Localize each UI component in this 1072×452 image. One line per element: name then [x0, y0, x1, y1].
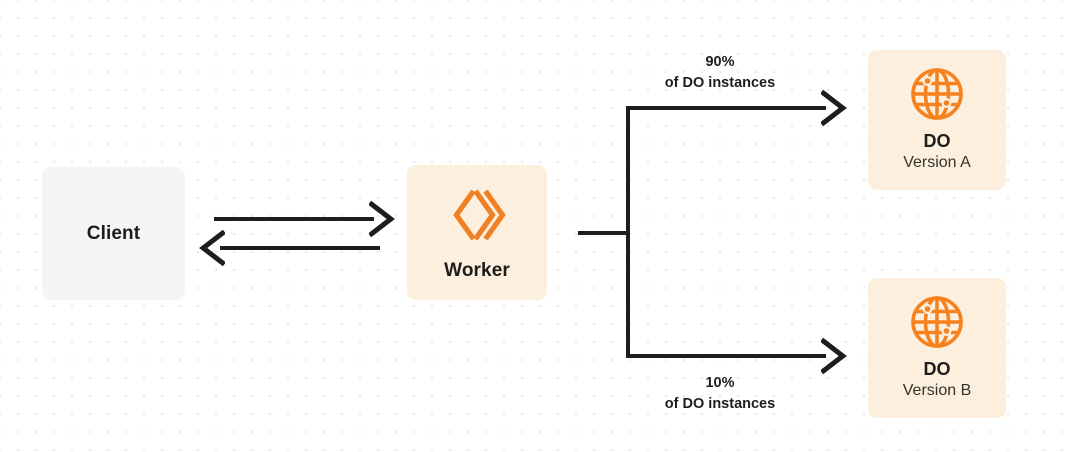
node-do-version-a[interactable]: DO Version A: [868, 50, 1006, 190]
edge-label-do-b-percent: 10%: [705, 375, 735, 391]
edge-label-do-b-description: of DO instances: [664, 395, 776, 412]
globe-icon: [909, 66, 965, 122]
node-do-a-sublabel: Version A: [903, 154, 971, 172]
node-do-a-label: DO: [923, 130, 951, 151]
edge-worker-split-trunk: [578, 108, 630, 356]
edge-label-do-a: 90% of DO instances: [612, 52, 828, 93]
edge-label-do-a-description: of DO instances: [664, 74, 776, 91]
node-client[interactable]: Client: [42, 167, 185, 300]
cloudflare-workers-icon: [446, 184, 508, 246]
edge-label-do-b: 10% of DO instances: [612, 373, 828, 414]
node-worker-label: Worker: [444, 259, 510, 281]
node-client-label: Client: [86, 222, 141, 244]
node-worker[interactable]: Worker: [407, 165, 547, 300]
edge-label-do-a-percent: 90%: [705, 54, 735, 70]
node-do-version-b[interactable]: DO Version B: [868, 278, 1006, 418]
node-do-b-sublabel: Version B: [902, 382, 972, 400]
node-do-b-label: DO: [923, 358, 951, 379]
globe-icon: [909, 294, 965, 350]
